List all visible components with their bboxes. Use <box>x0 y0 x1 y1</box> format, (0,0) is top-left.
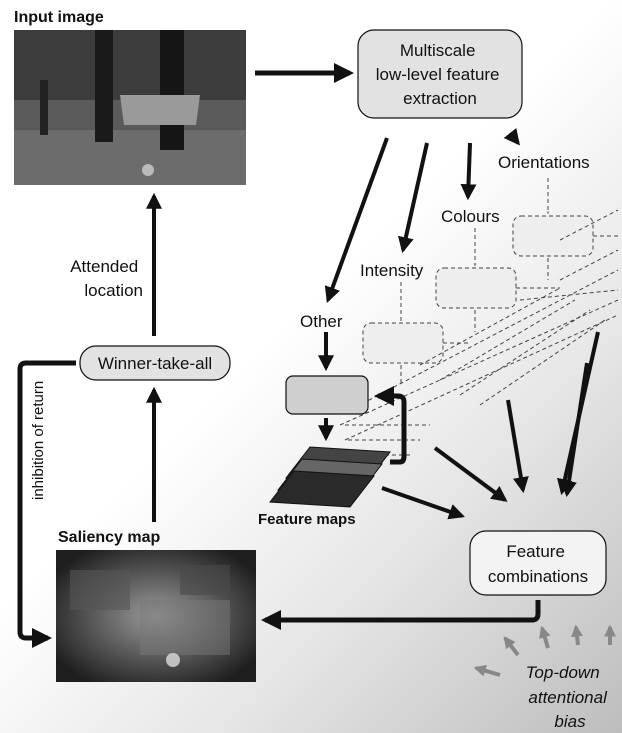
intensity-label: Intensity <box>360 261 424 280</box>
saliency-map-title: Saliency map <box>58 529 161 546</box>
other-label: Other <box>300 312 343 331</box>
feature-map-stacks <box>362 215 594 364</box>
orientations-label: Orientations <box>498 153 590 172</box>
input-image-title: Input image <box>14 9 104 26</box>
arrow-to-intensity <box>397 142 429 254</box>
winner-take-all-box <box>79 345 231 381</box>
extraction-label: Multiscale low-level feature extraction <box>376 41 505 108</box>
input-image-photo <box>14 30 246 185</box>
attended-location-label: Attended location <box>70 257 143 300</box>
arrow-to-orientations <box>503 128 520 146</box>
arrow-to-colours <box>460 142 477 201</box>
arrow-to-other <box>324 137 389 304</box>
inhibition-of-return-arrow <box>17 360 76 648</box>
feature-combinations-box <box>469 530 607 596</box>
inhibition-of-return-label: inhibition of return <box>30 381 47 500</box>
other-map-box <box>285 375 369 415</box>
arrow-combinations-to-saliency <box>261 600 541 630</box>
top-down-arrows <box>473 624 616 677</box>
winner-take-all-label: Winner-take-all <box>98 354 212 373</box>
arrows-to-combinations <box>381 331 600 520</box>
feedback-loop-arrow <box>374 386 407 465</box>
feature-combinations-label: Feature combinations <box>488 542 588 586</box>
colours-label: Colours <box>441 207 500 226</box>
top-down-bias-label: Top-down attentional bias <box>526 663 612 731</box>
extraction-box <box>357 29 523 119</box>
saliency-map-image <box>56 550 256 682</box>
feature-maps-label: Feature maps <box>258 511 356 528</box>
feature-maps-thumbnails <box>269 446 391 508</box>
